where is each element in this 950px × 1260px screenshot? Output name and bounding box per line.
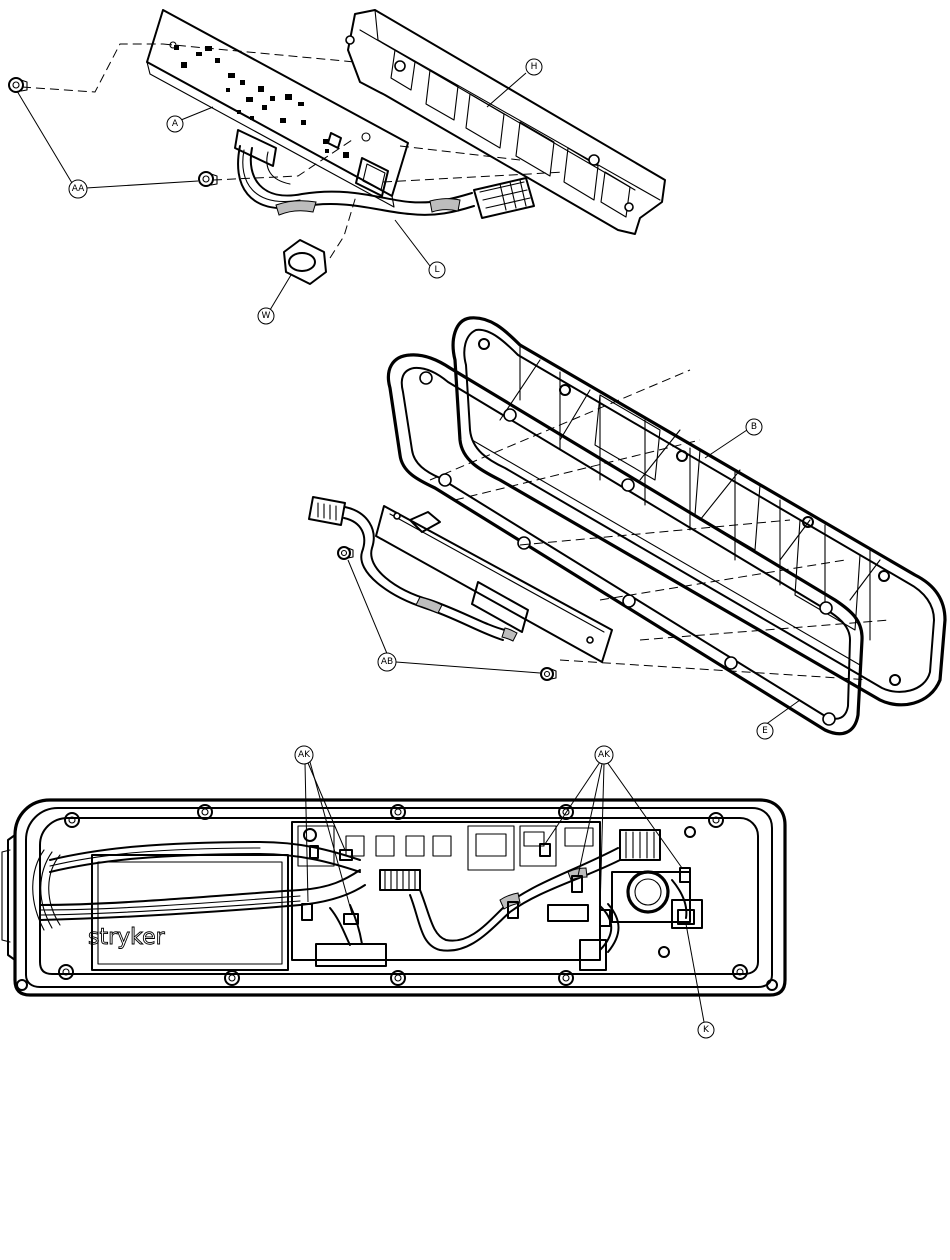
svg-text:H: H (531, 62, 538, 72)
callout-ak-left: AK (295, 746, 313, 764)
bottom-assembly: stryker (2, 762, 785, 1022)
screw-bosses (17, 805, 777, 990)
svg-text:E: E (762, 726, 768, 736)
screw-ab-2 (541, 668, 556, 680)
housing-b (453, 318, 945, 705)
middle-assembly (309, 318, 945, 734)
svg-text:W: W (262, 311, 271, 321)
svg-text:B: B (751, 422, 757, 432)
callout-l: L (429, 262, 445, 278)
screw-aa-2 (199, 172, 217, 186)
callout-aa: AA (69, 180, 87, 198)
callout-a: A (167, 116, 183, 132)
display-board (376, 506, 612, 662)
board-switches (298, 826, 556, 870)
callout-ab: AB (378, 653, 396, 671)
callout-h: H (526, 59, 542, 75)
callout-w: W (258, 308, 274, 324)
svg-text:A: A (172, 119, 179, 129)
callout-ak-right: AK (595, 746, 613, 764)
svg-text:AB: AB (381, 657, 393, 667)
svg-text:L: L (434, 265, 439, 275)
screw-ab-1 (338, 547, 353, 559)
svg-text:AK: AK (298, 750, 311, 760)
brand-mark: stryker (88, 925, 166, 950)
top-assembly (9, 10, 665, 310)
callout-k: K (698, 1022, 714, 1038)
knob-w (284, 240, 326, 284)
callout-b: B (746, 419, 762, 435)
svg-text:AK: AK (598, 750, 611, 760)
svg-text:AA: AA (72, 184, 85, 194)
screw-aa-1 (9, 78, 27, 92)
callout-e: E (757, 723, 773, 739)
